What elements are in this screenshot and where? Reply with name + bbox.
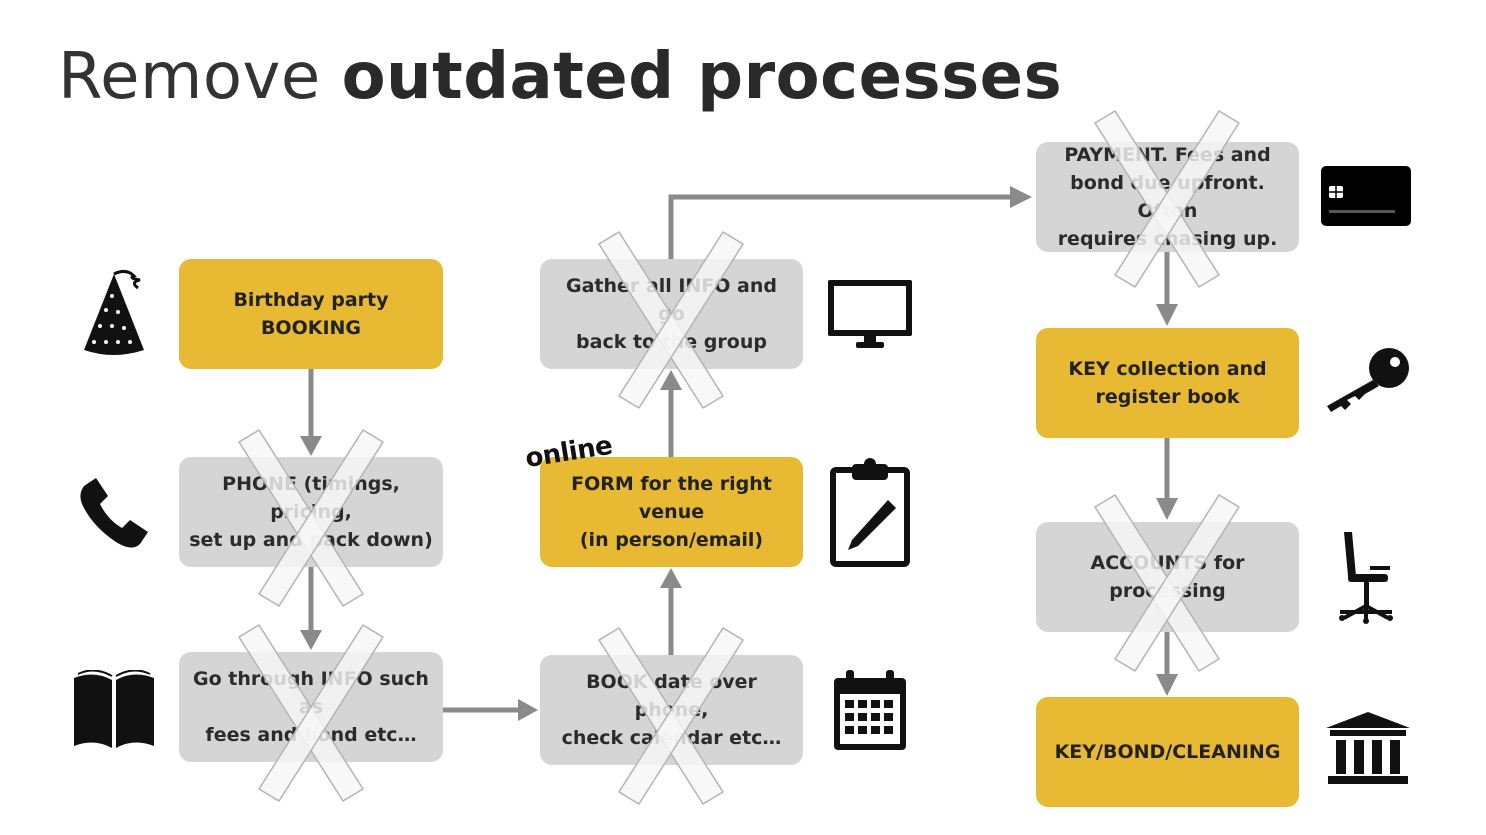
box-text: Birthday party BOOKING [233,289,389,339]
calendar-icon [834,670,906,750]
monitor-icon [828,280,912,348]
box-text: PAYMENT. Fees and bond due upfront. Ofte… [1057,144,1278,250]
phone-icon [80,478,148,548]
box-payment: PAYMENT. Fees and bond due upfront. Ofte… [1036,142,1299,252]
arrow-gather-payment [668,194,1012,260]
box-text: BOOK date over phone, check calendar etc… [561,671,782,749]
box-phone: PHONE (timings, pricing, set up and pack… [179,457,443,567]
key-icon [1327,348,1409,412]
box-key-bond-cleaning: KEY/BOND/CLEANING [1036,697,1299,807]
title-bold: outdated processes [341,40,1063,114]
box-form: FORM for the right venue (in person/emai… [540,457,803,567]
credit-card-icon [1321,166,1411,226]
clipboard-icon [830,458,910,567]
box-text: Gather all INFO and go back to the group [565,275,778,353]
box-text: ACCOUNTS for processing [1090,552,1245,602]
box-text: KEY/BOND/CLEANING [1054,741,1281,763]
title-light: Remove [58,40,321,114]
box-key-collection: KEY collection and register book [1036,328,1299,438]
box-gather-info: Gather all INFO and go back to the group [540,259,803,369]
box-book-date: BOOK date over phone, check calendar etc… [540,655,803,765]
box-text: PHONE (timings, pricing, set up and pack… [189,473,433,551]
box-go-through-info: Go through INFO such as fees and bond et… [179,652,443,762]
box-text: Go through INFO such as fees and bond et… [193,668,429,746]
box-accounts: ACCOUNTS for processing [1036,522,1299,632]
box-text: KEY collection and register book [1068,358,1267,408]
box-text: FORM for the right venue (in person/emai… [571,473,772,551]
box-birthday-booking: Birthday party BOOKING [179,259,443,369]
bank-icon [1326,712,1410,784]
office-chair-icon [1339,532,1393,624]
book-icon [74,670,154,748]
party-hat-icon [84,269,144,355]
page-title: Remove outdated processes [58,40,1062,114]
